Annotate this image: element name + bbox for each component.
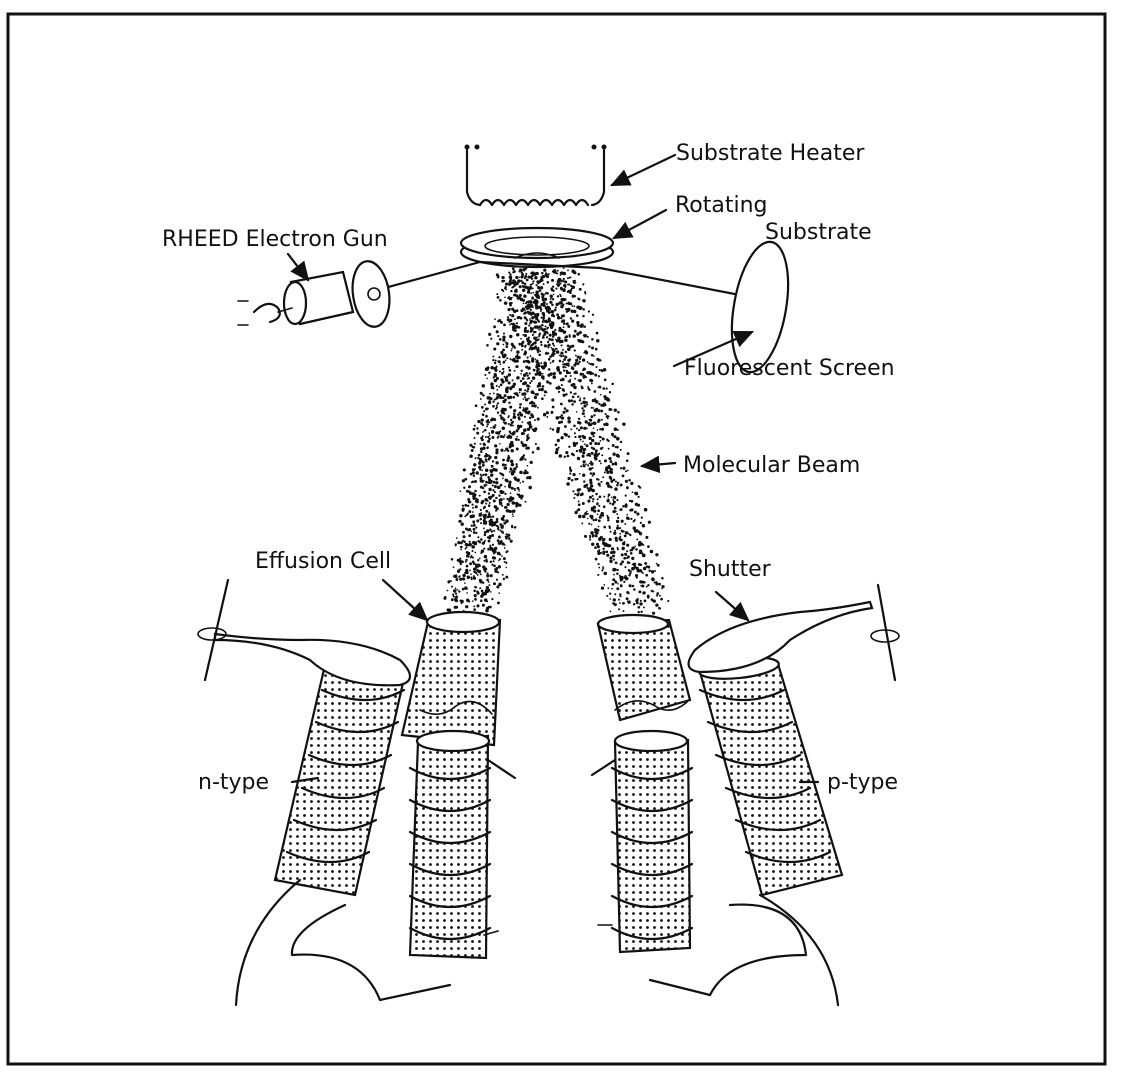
- effusion-cell-center-left: [402, 612, 500, 745]
- label-fluorescent-screen: Fluorescent Screen: [684, 356, 895, 381]
- shutter-left: [198, 580, 410, 685]
- furnace-center-right: [592, 731, 692, 952]
- label-n-type: n-type: [198, 770, 269, 795]
- furnace-p-type: [698, 654, 842, 895]
- label-substrate: Substrate: [765, 220, 872, 245]
- molecular-beam-spray: [443, 267, 669, 618]
- effusion-cell-center-right: [598, 615, 690, 720]
- substrate-heater: [465, 145, 607, 206]
- label-rotating: Rotating: [675, 193, 768, 218]
- rheed-gun: [238, 259, 393, 329]
- figure-frame: [8, 14, 1105, 1064]
- shutter-right: [689, 585, 899, 680]
- furnace-n-type: [275, 656, 405, 895]
- label-molecular-beam: Molecular Beam: [683, 453, 860, 478]
- label-shutter: Shutter: [689, 557, 772, 582]
- label-substrate-heater: Substrate Heater: [676, 141, 865, 166]
- label-rheed-gun: RHEED Electron Gun: [162, 227, 388, 252]
- label-effusion-cell: Effusion Cell: [255, 549, 391, 574]
- label-p-type: p-type: [827, 770, 898, 795]
- furnace-center-left: [410, 731, 515, 958]
